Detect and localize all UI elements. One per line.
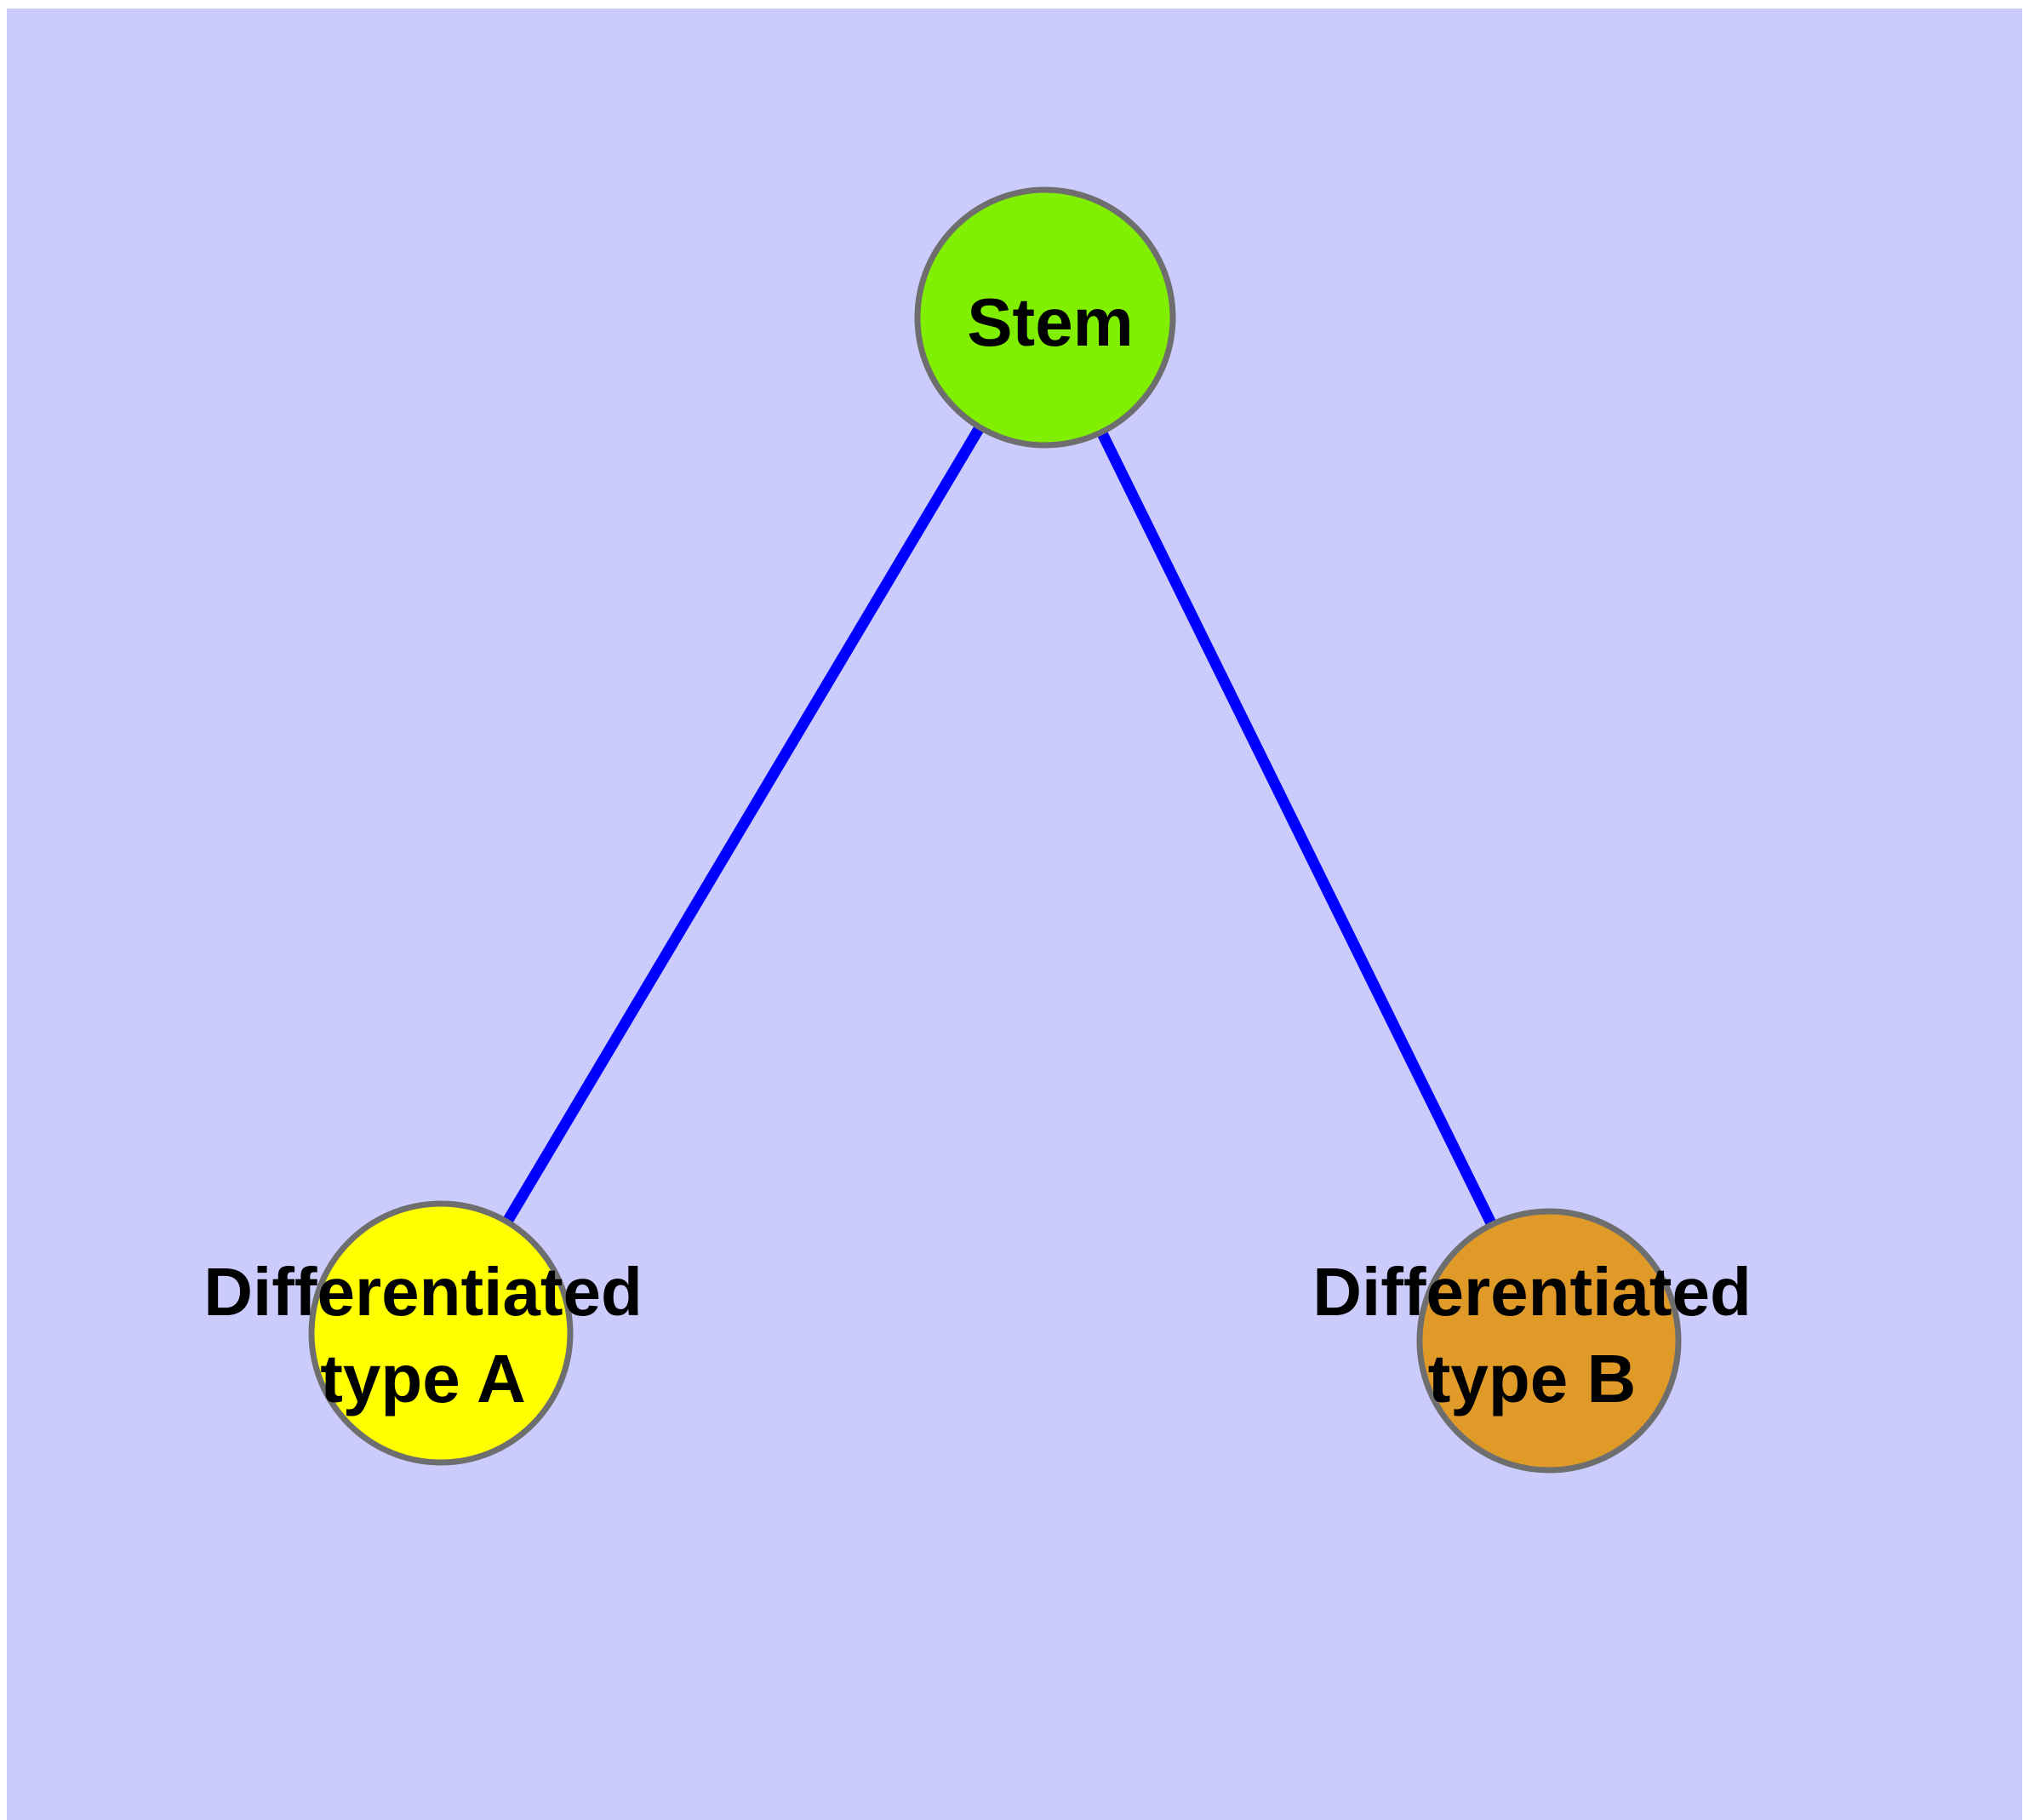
node-label-stem: Stem xyxy=(967,284,1134,360)
edge-stem-to-differentiated-type-a[interactable] xyxy=(436,314,1050,1336)
node-label-diff-b-line2: type B xyxy=(1428,1341,1637,1417)
node-circle-diff-a[interactable] xyxy=(308,1200,574,1466)
node-label-diff-a-line2: type A xyxy=(320,1341,526,1417)
edge-stem-to-differentiated-type-b[interactable] xyxy=(1040,315,1554,1343)
node-circle-diff-b[interactable] xyxy=(1416,1208,1682,1474)
edges-layer xyxy=(436,314,1554,1343)
node-label-diff-a-line1: Differentiated xyxy=(203,1254,643,1330)
nodes-layer xyxy=(308,186,1682,1474)
node-circle-stem[interactable] xyxy=(914,186,1176,449)
node-label-diff-b-line1: Differentiated xyxy=(1312,1254,1752,1330)
labels-layer: Stem Differentiated type A Differentiate… xyxy=(203,284,1752,1417)
